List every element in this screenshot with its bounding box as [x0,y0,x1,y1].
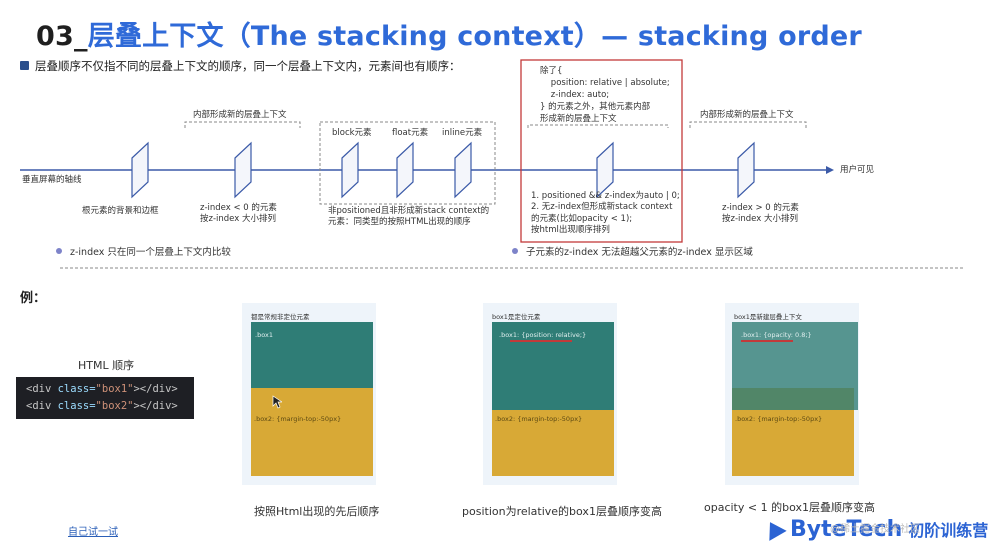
html-order-label: HTML 顺序 [78,359,135,372]
panel-3-bottom-caption: opacity < 1 的box1层叠顺序变高 [704,501,875,514]
stacking-diagram [20,59,965,269]
except-line-1: 除了{ [540,66,563,76]
example-panel-3: box1是新建层叠上下文 .box2: {margin-top:-50px} .… [725,303,859,485]
bracket-nonpositioned [319,121,496,205]
plane-zero [596,141,614,199]
pos-layer-line-1: z-index > 0 的元素 [722,203,799,213]
nonpos-line-2: 元素：同类型的按照HTML出现的顺序 [328,217,471,228]
title-number: 03_ [36,21,88,52]
page-title: 03_层叠上下文（The stacking context）— stacking… [36,14,862,53]
main-bullet: 层叠顺序不仅指不同的层叠上下文的顺序，同一个层叠上下文内，元素间也有顺序： [20,58,461,74]
panel-1-caption: 都是常规非定位元素 [251,313,310,321]
example-panel-2: box1是定位元素 .box2: {margin-top:-50px} .box… [483,303,617,485]
panel-1-box2-label: .box2: {margin-top:-50px} [254,415,342,423]
title-text: 层叠上下文（The stacking context）— stacking or… [87,21,862,52]
plane-block [341,141,359,199]
panel-3-caption: box1是新建层叠上下文 [734,313,802,321]
note-left: z-index 只在同一个层叠上下文内比较 [56,247,231,260]
example-panel-1: 都是常规非定位元素 .box1 .box2: {margin-top:-50px… [242,303,376,485]
note-right-text: 子元素的z-index 无法超越父元素的z-index 显示区域 [526,247,753,258]
try-it-link[interactable]: 自己试一试 [68,527,118,538]
except-line-4: } 的元素之外，其他元素内部 [540,101,651,112]
neg-layer-line-2: 按z-index 大小排列 [200,214,276,225]
block-label: block元素 [332,128,372,138]
logo-text: ByteTech [790,517,903,542]
bracket-negative [184,121,301,128]
except-line-5: 形成新的层叠上下文 [540,113,617,124]
zero-desc: 1. positioned && z-index为auto | 0; 2. 无z… [531,191,680,237]
except-text: 除了{ position: relative | absolute; z-ind… [540,66,670,125]
zero-line-4: 按html出现顺序排列 [531,225,610,236]
panel-1-box1-label: .box1 [255,331,273,339]
pos-layer-desc: z-index > 0 的元素 按z-index 大小排列 [722,203,799,226]
zero-line-1: 1. positioned && z-index为auto | 0; [531,191,680,201]
nonpos-desc: 非positioned且非形成新stack context的 元素：同类型的按照… [328,206,489,229]
panel-2-box2 [492,410,614,476]
neg-group-title: 内部形成新的层叠上下文 [193,110,287,120]
mouse-cursor-icon [272,395,282,409]
panel-1-bottom-caption: 按照Html出现的先后顺序 [254,505,380,518]
except-line-2: position: relative | absolute; [540,77,670,88]
nonpos-line-1: 非positioned且非形成新stack context的 [328,206,490,216]
plane-float [396,141,414,199]
plane-negative [234,141,252,199]
except-line-3: z-index: auto; [540,89,610,100]
highlight-box-zero [520,59,683,243]
panel-2-box2-label: .box2: {margin-top:-50px} [495,415,583,423]
neg-layer-line-1: z-index < 0 的元素 [200,203,277,213]
plane-root [131,141,149,199]
logo-subtitle: 初阶训练营 [908,521,989,540]
dot-bullet-icon [56,248,62,254]
float-label: float元素 [392,128,429,138]
panel-3-box1 [732,322,858,410]
zero-line-3: 的元素(比如opacity < 1); [531,213,633,224]
example-label: 例： [20,291,47,306]
axis-right-label: 用户可见 [840,165,875,175]
bracket-except [527,124,669,128]
panel-2-box1 [492,322,614,410]
watermark: @稀土掘金技术社区 [830,524,920,535]
code-block: <div class="box1"></div> <div class="box… [16,377,194,419]
code-line-2: <div class="box2"></div> [26,400,178,412]
note-left-text: z-index 只在同一个层叠上下文内比较 [70,247,231,258]
panel-3-underline [741,340,793,342]
panel-2-bottom-caption: position为relative的box1层叠顺序变高 [462,505,662,518]
plane-positive [737,141,755,199]
note-right: 子元素的z-index 无法超越父元素的z-index 显示区域 [512,247,753,260]
axis-left-label: 垂直屏幕的轴线 [22,175,82,185]
bytetech-logo: ByteTech 初阶训练营 [761,517,989,542]
pos-layer-line-2: 按z-index 大小排列 [722,214,798,225]
square-bullet-icon [20,61,29,70]
axis-arrow-icon [826,166,834,174]
inline-label: inline元素 [442,128,483,138]
panel-3-box2-label: .box2: {margin-top:-50px} [735,415,823,423]
panel-1-box2 [251,388,373,476]
panel-2-caption: box1是定位元素 [492,313,541,321]
code-line-1: <div class="box1"></div> [26,383,178,395]
panel-2-underline [510,340,572,342]
dot-bullet-icon [512,248,518,254]
zero-line-2: 2. 无z-index但形成新stack context [531,202,673,213]
bracket-positive [689,121,807,128]
pos-group-title: 内部形成新的层叠上下文 [700,110,794,120]
neg-layer-desc: z-index < 0 的元素 按z-index 大小排列 [200,203,277,226]
bytetech-arrow-icon [761,517,787,541]
panel-2-box1-label: .box1: {position: relative;} [499,331,587,339]
panel-3-box1-label: .box1: {opacity: 0.8;} [741,331,812,339]
plane-inline [454,141,472,199]
root-layer-label: 根元素的背景和边框 [82,206,159,216]
main-bullet-text: 层叠顺序不仅指不同的层叠上下文的顺序，同一个层叠上下文内，元素间也有顺序： [35,59,461,73]
